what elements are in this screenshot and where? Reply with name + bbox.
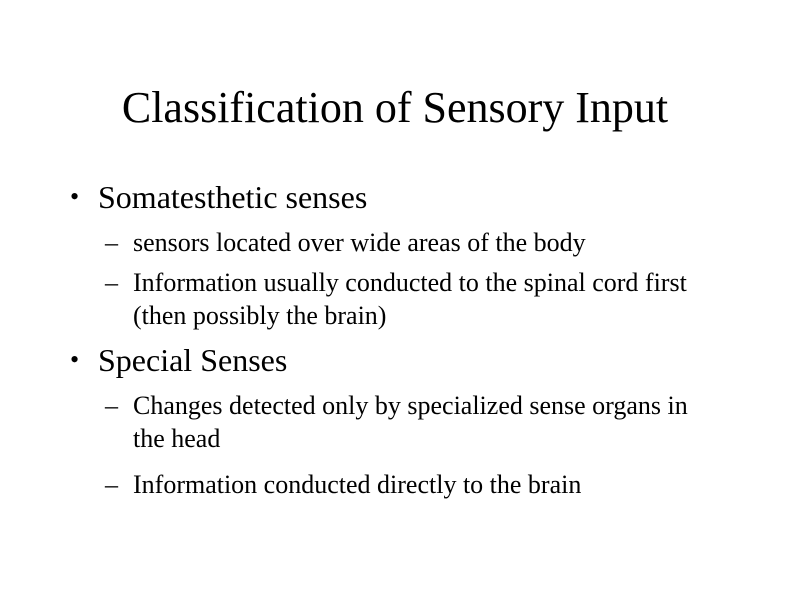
bullet-text: Somatesthetic senses — [98, 179, 368, 215]
bullet-dot-icon: • — [70, 345, 80, 374]
sub-bullet-dash-icon: – — [105, 470, 118, 499]
sub-bullet-dash-icon: – — [105, 268, 118, 297]
bullet-text: Special Senses — [98, 342, 288, 378]
sub-bullet-text: Information usually conducted to the spi… — [133, 268, 687, 330]
bullet-dot-icon: • — [70, 182, 80, 211]
sub-bullet-text: Information conducted directly to the br… — [133, 470, 582, 499]
sub-bullet-text: Changes detected only by specialized sen… — [133, 391, 688, 453]
sub-bullet-dash-icon: – — [105, 228, 118, 257]
slide-title: Classification of Sensory Input — [121, 83, 669, 132]
sub-bullet-dash-icon: – — [105, 391, 118, 420]
sub-bullet-text: sensors located over wide areas of the b… — [133, 228, 586, 257]
